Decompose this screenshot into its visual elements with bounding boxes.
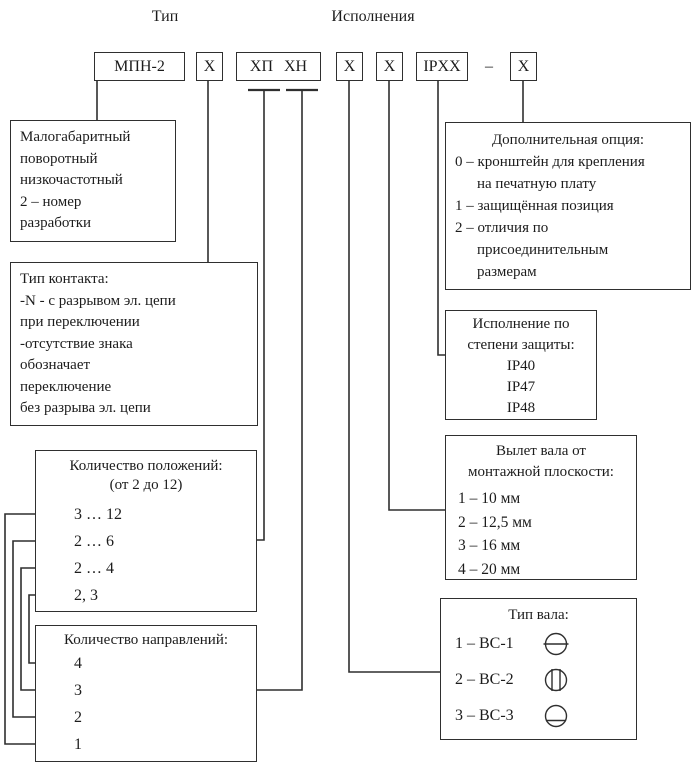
contact-line: без разрыва эл. цепи: [20, 400, 151, 416]
shaft-type-label: 2 – ВС-2: [455, 671, 514, 689]
positions-item: 2 … 6: [74, 533, 114, 550]
option-title: Дополнительная опция:: [491, 132, 645, 148]
shaft-double-flat-icon: [543, 667, 569, 693]
positions-item: 2, 3: [74, 587, 98, 604]
device-line: поворотный: [20, 150, 98, 167]
shaft-length-item: 4 – 20 мм: [458, 560, 521, 578]
code-separator: –: [485, 57, 493, 75]
contact-line: обозначает: [20, 357, 91, 373]
contact-line: -N - с разрывом эл. цепи: [20, 292, 176, 309]
contact-line: Тип контакта:: [20, 271, 109, 287]
device-line: разработки: [20, 215, 92, 231]
shaft-length-item: 3 – 16 мм: [458, 537, 521, 554]
directions-item: 1: [74, 736, 82, 753]
positions-title: Количество положений:: [69, 458, 223, 474]
directions-item: 3: [74, 682, 82, 699]
directions-item: 4: [74, 655, 82, 672]
device-description-box: Малогабаритный поворотный низкочастотный…: [10, 120, 176, 242]
shaft-length-title-line: Вылет вала от: [496, 443, 586, 459]
code-box-model: МПН-2: [94, 52, 185, 81]
contact-line: переключение: [20, 378, 112, 395]
option-line: 2 – отличия по: [455, 220, 549, 236]
shaft-length-item: 2 – 12,5 мм: [458, 513, 532, 531]
protection-box: Исполнение по степени защиты: IP40 IP47 …: [445, 310, 597, 420]
connector-x-to-shaft-length: [388, 81, 445, 511]
shaft-type-box: Тип вала: 1 – ВС-1 2 – ВС-2 3 – ВС-3: [440, 598, 637, 740]
positions-range: (от 2 до 12): [109, 477, 183, 493]
shaft-type-title: Тип вала:: [508, 607, 569, 623]
connector-hn-to-directions: [257, 90, 303, 691]
device-line: низкочастотный: [20, 172, 123, 188]
option-box: Дополнительная опция: 0 – кронштейн для …: [445, 122, 691, 290]
shaft-type-row: 3 – ВС-3: [441, 698, 636, 734]
protection-title-line: Исполнение по: [472, 316, 570, 332]
positions-item: 3 … 12: [74, 506, 122, 523]
option-line: 0 – кронштейн для крепления: [455, 154, 645, 170]
shaft-single-flat-icon: [543, 703, 569, 729]
shaft-type-row: 2 – ВС-2: [441, 662, 636, 698]
directions-box: Количество направлений: 4 3 2 1: [35, 625, 257, 762]
code-box-shaft-type: Х: [336, 52, 363, 81]
protection-item: IP48: [506, 400, 536, 416]
positions-box: Количество положений: (от 2 до 12) 3 … 1…: [35, 450, 257, 612]
directions-title: Количество направлений:: [63, 632, 229, 648]
option-line: на печатную плату: [477, 176, 597, 192]
contact-type-box: Тип контакта: -N - с разрывом эл. цепи п…: [10, 262, 258, 426]
code-box-shaft-length: Х: [376, 52, 403, 81]
device-line: 2 – номер: [20, 193, 82, 210]
shaft-type-row: 1 – ВС-1: [441, 626, 636, 662]
shaft-length-item: 1 – 10 мм: [458, 490, 521, 507]
connector-ip-to-protection: [437, 81, 445, 356]
shaft-length-box: Вылет вала от монтажной плоскости: 1 – 1…: [445, 435, 637, 580]
protection-title-line: степени защиты:: [467, 337, 575, 353]
code-box-option: Х: [510, 52, 537, 81]
positions-item: 2 … 4: [74, 560, 114, 577]
contact-line: -отсутствие знака: [20, 335, 133, 352]
code-box-ip: IPХХ: [416, 52, 468, 81]
type-label: Тип: [151, 8, 179, 25]
option-line: присоединительным: [477, 242, 609, 258]
code-box-positions-directions: ХП ХН: [236, 52, 321, 81]
code-box-contact-type: Х: [196, 52, 223, 81]
contact-line: при переключении: [20, 314, 140, 330]
bracket-positions1-directions1: [4, 513, 64, 745]
protection-item: IP47: [506, 379, 536, 395]
versions-label: Исполнения: [331, 8, 415, 25]
connector-x-to-shaft-type: [348, 81, 440, 673]
shaft-type-label: 1 – ВС-1: [455, 635, 514, 653]
option-line: 1 – защищённая позиция: [455, 198, 614, 214]
directions-item: 2: [74, 709, 82, 726]
protection-item: IP40: [506, 358, 536, 374]
device-line: Малогабаритный: [20, 129, 131, 145]
shaft-slot-icon: [543, 631, 569, 657]
shaft-length-title-line: монтажной плоскости:: [468, 464, 614, 480]
shaft-type-label: 3 – ВС-3: [455, 707, 514, 725]
connector-hp-to-positions: [257, 90, 265, 541]
option-line: размерам: [477, 264, 537, 280]
